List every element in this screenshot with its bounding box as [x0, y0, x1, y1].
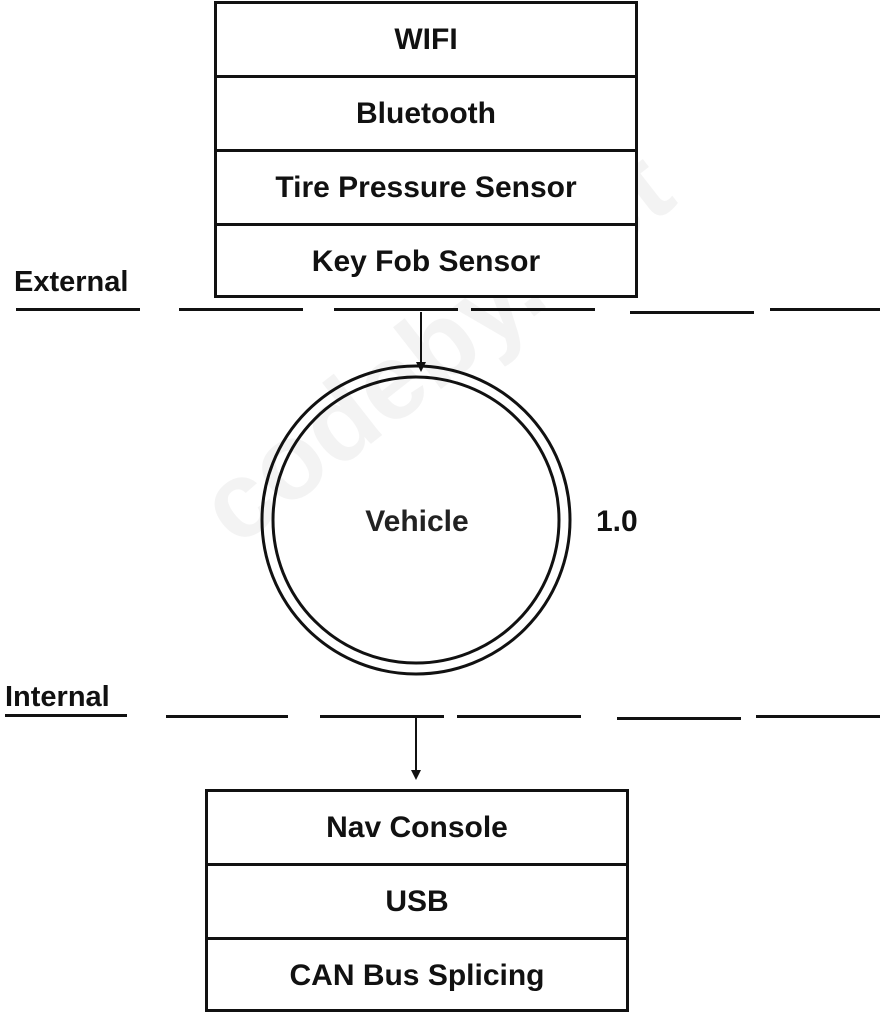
internal-boundary-label: Internal	[5, 681, 110, 713]
internal-interface-nav-console: Nav Console	[326, 810, 508, 844]
external-boundary-label: External	[14, 266, 129, 298]
external-interface-tire-pressure-sensor: Tire Pressure Sensor	[217, 149, 635, 223]
process-number: 1.0	[596, 505, 638, 538]
process-name: Vehicle	[365, 505, 469, 538]
external-boundary-dash	[471, 308, 595, 311]
external-interface-key-fob-sensor: Key Fob Sensor	[217, 223, 635, 297]
external-boundary-dash	[334, 308, 458, 311]
internal-boundary-dash	[5, 714, 127, 717]
internal-boundary-dash	[756, 715, 880, 718]
internal-interface-can-bus-splicing: CAN Bus Splicing	[208, 937, 626, 1011]
external-interface-bluetooth: Bluetooth	[217, 75, 635, 149]
external-boundary-dash	[179, 308, 303, 311]
external-interfaces-stack: WIFI Bluetooth Tire Pressure Sensor Key …	[214, 1, 638, 298]
internal-boundary-dash	[320, 715, 444, 718]
external-interface-wifi: WIFI	[394, 22, 458, 56]
internal-interfaces-stack: Nav Console USB CAN Bus Splicing	[205, 789, 629, 1012]
internal-boundary-dash	[617, 717, 741, 720]
internal-interface-usb: USB	[208, 863, 626, 937]
process-outer-circle	[260, 364, 572, 676]
external-boundary-dash	[16, 308, 140, 311]
process-inner-circle	[271, 375, 561, 665]
external-boundary-dash	[770, 308, 880, 311]
internal-boundary-dash	[166, 715, 288, 718]
external-boundary-dash	[630, 311, 754, 314]
internal-boundary-dash	[457, 715, 581, 718]
